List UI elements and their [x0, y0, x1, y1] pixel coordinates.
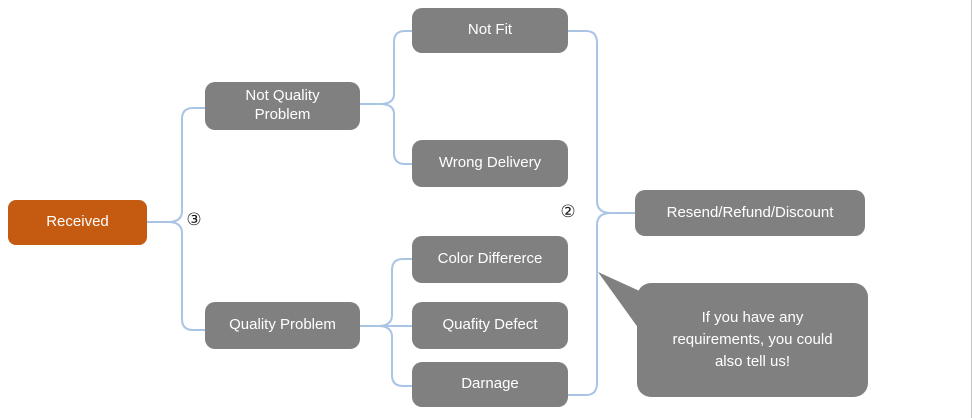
node-darnage: Darnage — [412, 362, 568, 407]
node-resolution: Resend/Refund/Discount — [635, 190, 865, 236]
connector-left-brace-top — [145, 107, 206, 223]
node-quafity-defect-label: Quafity Defect — [442, 316, 538, 334]
branch-marker-left: ③ — [186, 210, 202, 229]
connector-nqp-brace-bottom — [379, 103, 413, 165]
node-not-quality-problem-label: Not Quality Problem — [245, 87, 320, 123]
connector-right-brace-bottom — [567, 212, 612, 396]
connector-nqp-brace-top — [359, 30, 413, 105]
node-quality-problem: Quality Problem — [205, 302, 360, 349]
node-not-fit: Not Fit — [412, 8, 568, 53]
connector-qp-brace-bottom — [377, 325, 413, 387]
node-darnage-label: Darnage — [461, 375, 519, 393]
node-wrong-delivery: Wrong Delivery — [412, 140, 568, 187]
branch-marker-right: ② — [560, 202, 576, 221]
node-quafity-defect: Quafity Defect — [412, 302, 568, 349]
node-received: Received — [8, 200, 147, 245]
node-wrong-delivery-label: Wrong Delivery — [438, 154, 542, 172]
node-quality-problem-label: Quality Problem — [229, 316, 336, 334]
node-not-fit-label: Not Fit — [467, 21, 513, 39]
node-color-differerce: Color Differerce — [412, 236, 568, 283]
connector-qp-brace-top — [359, 258, 413, 327]
connector-left-brace-bottom — [167, 221, 206, 331]
node-color-differerce-label: Color Differerce — [437, 250, 543, 268]
node-not-quality-problem: Not Quality Problem — [205, 82, 360, 130]
callout-bubble: If you have any requirements, you could … — [637, 283, 868, 397]
callout-text: If you have any requirements, you could … — [672, 309, 833, 370]
node-received-label: Received — [46, 213, 109, 231]
node-resolution-label: Resend/Refund/Discount — [666, 203, 834, 221]
connector-right-brace-top — [567, 30, 636, 214]
